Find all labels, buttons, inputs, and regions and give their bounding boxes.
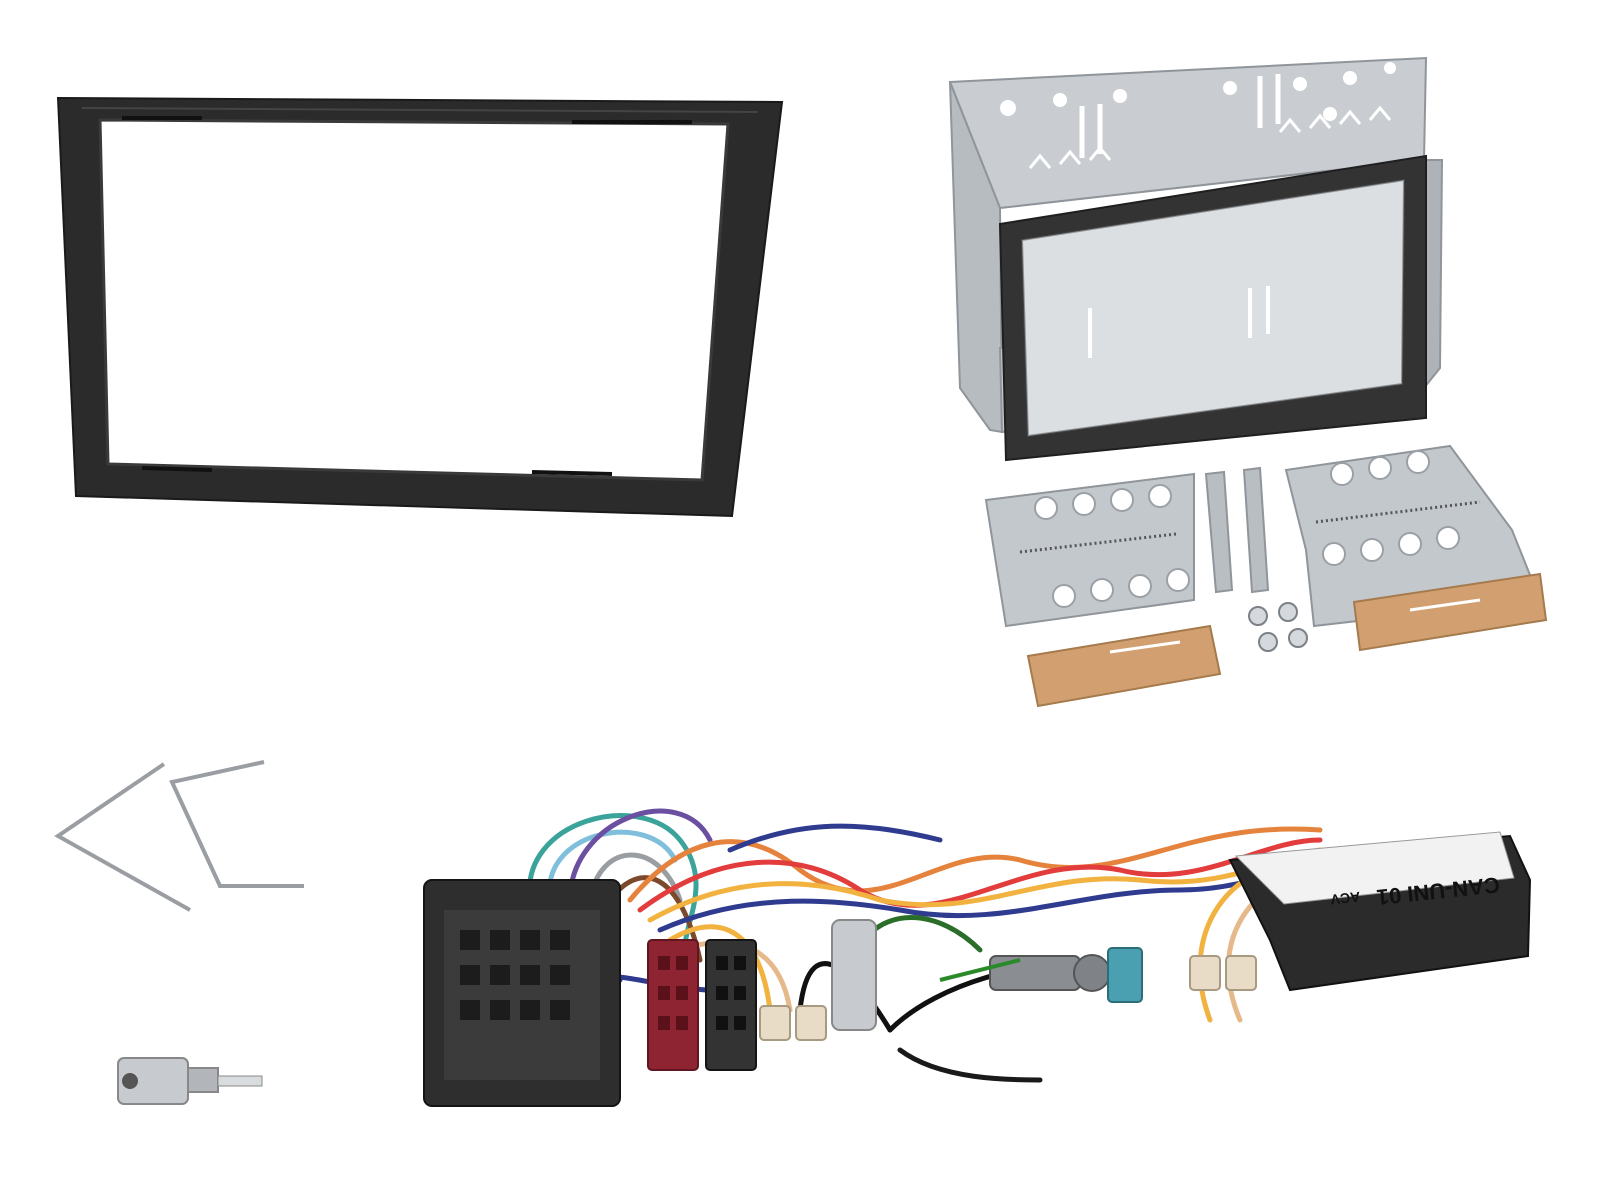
antenna-adapter bbox=[108, 1040, 268, 1120]
removal-keys bbox=[50, 760, 320, 930]
wiring-harness: CAN-UNI 01 ACV bbox=[420, 780, 1560, 1140]
mounting-hardware bbox=[980, 430, 1560, 720]
fascia-panel bbox=[52, 92, 788, 532]
interface-brand-mark: ACV bbox=[1329, 889, 1361, 908]
mounting-cage bbox=[948, 48, 1450, 468]
